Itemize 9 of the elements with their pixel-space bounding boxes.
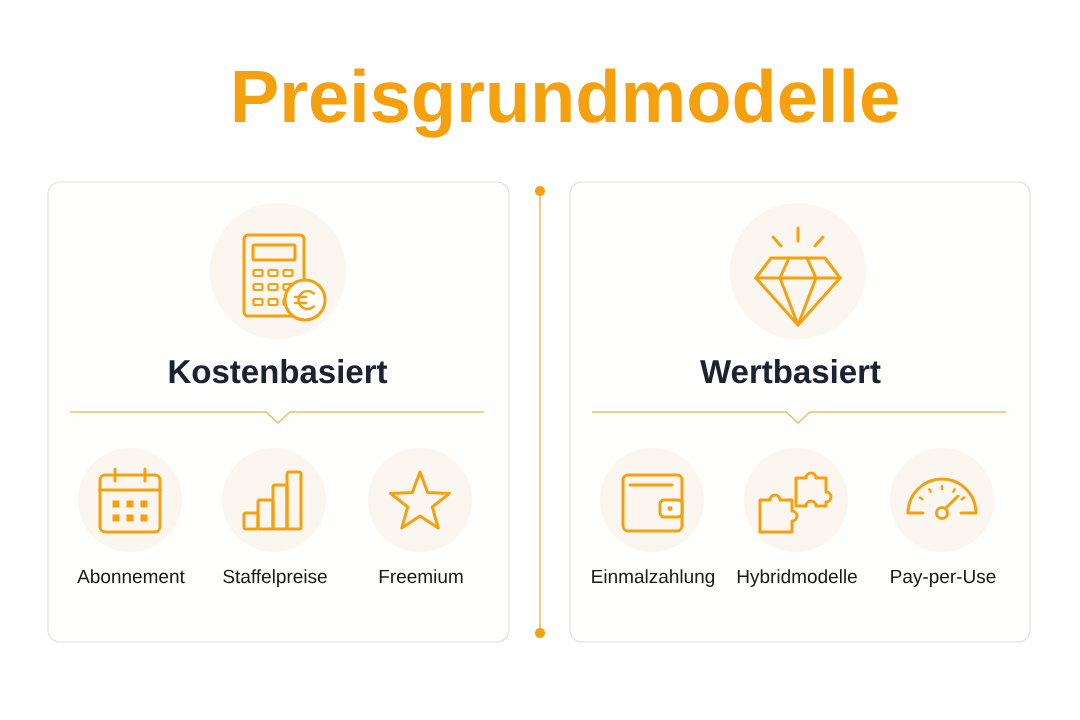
- title: Preisgrundmodelle: [234, 68, 898, 138]
- panel-heading: Wertbasiert: [700, 359, 881, 384]
- panel-heading: Kostenbasiert: [169, 359, 388, 384]
- item-label: Hybridmodelle: [737, 569, 857, 587]
- item-label: Abonnement: [77, 569, 185, 584]
- item-label: Pay-per-Use: [891, 569, 996, 587]
- item-label: Einmalzahlung: [592, 569, 715, 587]
- item-label: Freemium: [379, 569, 463, 584]
- item-label: Staffelpreise: [223, 569, 327, 587]
